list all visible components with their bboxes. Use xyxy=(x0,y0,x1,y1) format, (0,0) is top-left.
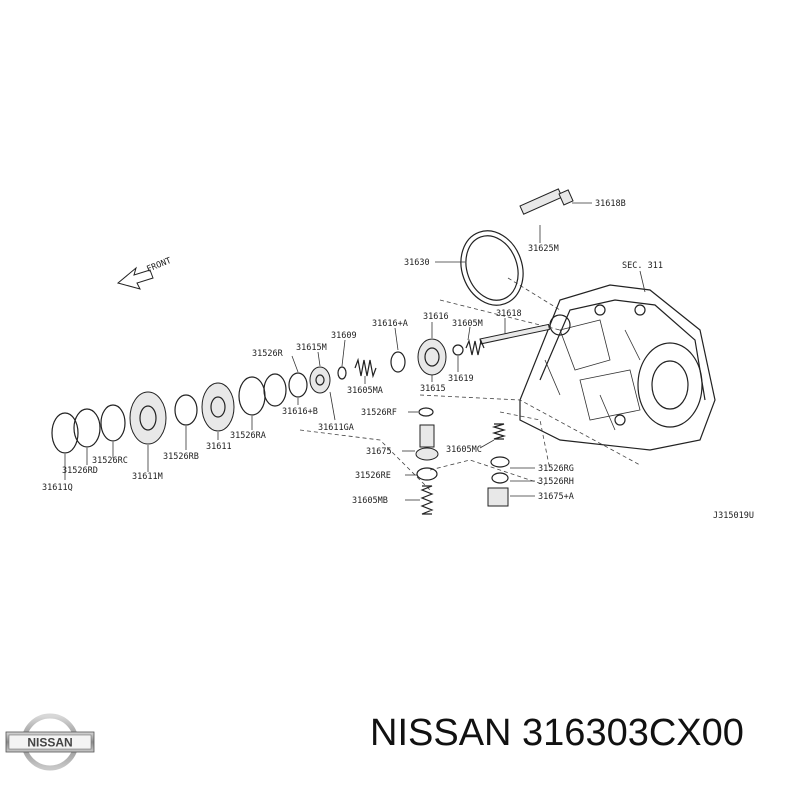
label-31611q: 31611Q xyxy=(42,483,73,493)
servo-rod-31618 xyxy=(479,323,551,345)
label-31616: 31616 xyxy=(423,312,449,322)
label-31605mc: 31605MC xyxy=(446,445,482,455)
label-31630: 31630 xyxy=(404,258,430,268)
ref-line xyxy=(419,394,641,466)
label-31616b: 31616+B xyxy=(282,407,318,417)
label-31616a: 31616+A xyxy=(372,319,408,329)
label-31526rb: 31526RB xyxy=(163,452,199,462)
label-31618b: 31618B xyxy=(595,199,626,209)
ring-31619 xyxy=(452,344,464,356)
label-31605ma: 31605MA xyxy=(347,386,383,396)
diagram-code: J315019U xyxy=(713,511,754,521)
ref-line xyxy=(499,411,551,471)
ref-line xyxy=(429,459,546,486)
nissan-logo-icon: NISSAN xyxy=(4,710,96,774)
label-31619: 31619 xyxy=(448,374,474,384)
leader-lines xyxy=(64,202,592,501)
spring-31605m xyxy=(465,339,485,356)
label-31605m: 31605M xyxy=(452,319,483,329)
label-31618: 31618 xyxy=(496,309,522,319)
label-31675: 31675 xyxy=(366,447,392,457)
label-31611m: 31611M xyxy=(132,472,163,482)
label-31526rg: 31526RG xyxy=(538,464,574,474)
accumulator-parts xyxy=(415,407,510,515)
label-31605mb: 31605MB xyxy=(352,496,388,506)
label-31625m: 31625M xyxy=(528,244,559,254)
front-label: FRONT xyxy=(145,256,172,275)
front-arrow-icon xyxy=(116,266,154,290)
ref-line xyxy=(299,429,431,491)
ring-31609 xyxy=(337,366,347,380)
label-31615: 31615 xyxy=(420,384,446,394)
label-31611ga: 31611GA xyxy=(318,423,354,433)
label-31526rh: 31526RH xyxy=(538,477,574,487)
page-title: NISSAN 316303CX00 xyxy=(370,712,744,754)
label-31526rc: 31526RC xyxy=(92,456,128,466)
label-31615m: 31615M xyxy=(296,343,327,353)
spring-31605ma xyxy=(354,357,377,379)
label-31675a: 31675+A xyxy=(538,492,574,502)
label-31526rd: 31526RD xyxy=(62,466,98,476)
label-31526rf: 31526RF xyxy=(361,408,397,418)
label-31526ra: 31526RA xyxy=(230,431,266,441)
anchor-pin xyxy=(519,188,574,215)
piston-31615m xyxy=(309,366,331,394)
band-31630 xyxy=(460,230,524,306)
ref-line xyxy=(507,277,561,311)
seal-rings xyxy=(51,372,308,454)
label-31611: 31611 xyxy=(206,442,232,452)
label-31526r: 31526R xyxy=(252,349,284,359)
transmission-case xyxy=(519,284,716,451)
label-31609: 31609 xyxy=(331,331,357,341)
section-ref-label: SEC. 311 xyxy=(622,261,663,271)
servo-piston-31616 xyxy=(390,338,447,376)
label-31526re: 31526RE xyxy=(355,471,391,481)
logo-text: NISSAN xyxy=(27,736,72,750)
